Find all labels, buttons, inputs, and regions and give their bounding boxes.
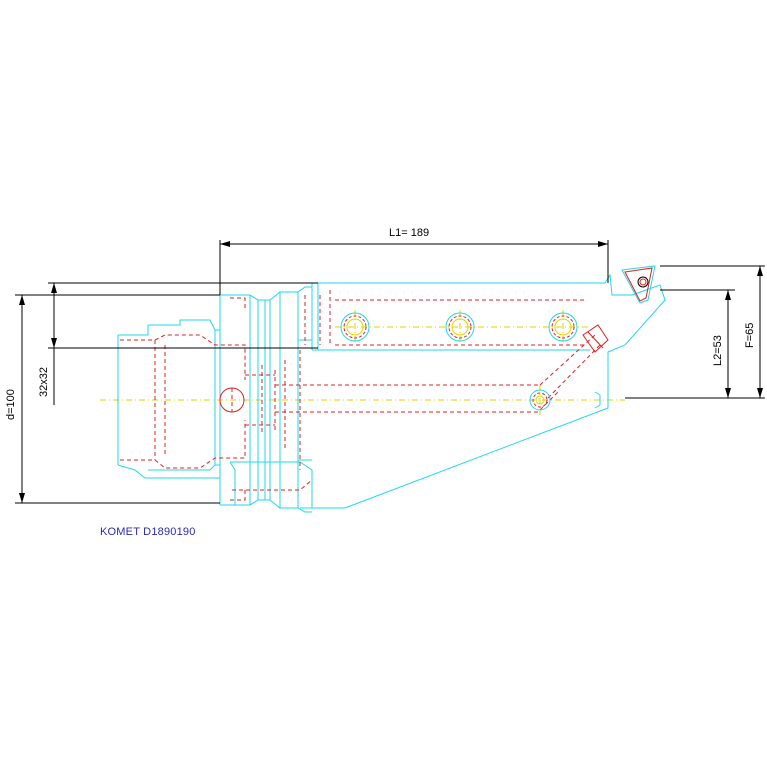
drawing-caption: KOMET D1890190 <box>100 526 196 538</box>
screw-holes <box>340 312 578 411</box>
dimension-shank: 32x32 <box>38 282 318 405</box>
dimension-l2: L2=53 <box>625 289 765 399</box>
tool-body-outline <box>117 265 666 513</box>
dimension-d: d=100 <box>5 294 220 504</box>
screw-hole-1 <box>340 312 370 342</box>
dimension-l2-label: L2=53 <box>712 335 724 366</box>
dimension-f-label: F=65 <box>744 323 756 348</box>
dimension-l1-label: L1= 189 <box>389 227 429 239</box>
screw-hole-2 <box>445 312 475 342</box>
dimension-l1: L1= 189 <box>219 227 609 295</box>
dimension-d-label: d=100 <box>5 389 17 420</box>
dimension-f: F=65 <box>660 265 765 398</box>
hidden-lines <box>120 290 609 501</box>
dimension-shank-label: 32x32 <box>38 367 50 397</box>
screw-hole-4 <box>529 389 551 411</box>
screw-hole-3 <box>548 312 578 342</box>
